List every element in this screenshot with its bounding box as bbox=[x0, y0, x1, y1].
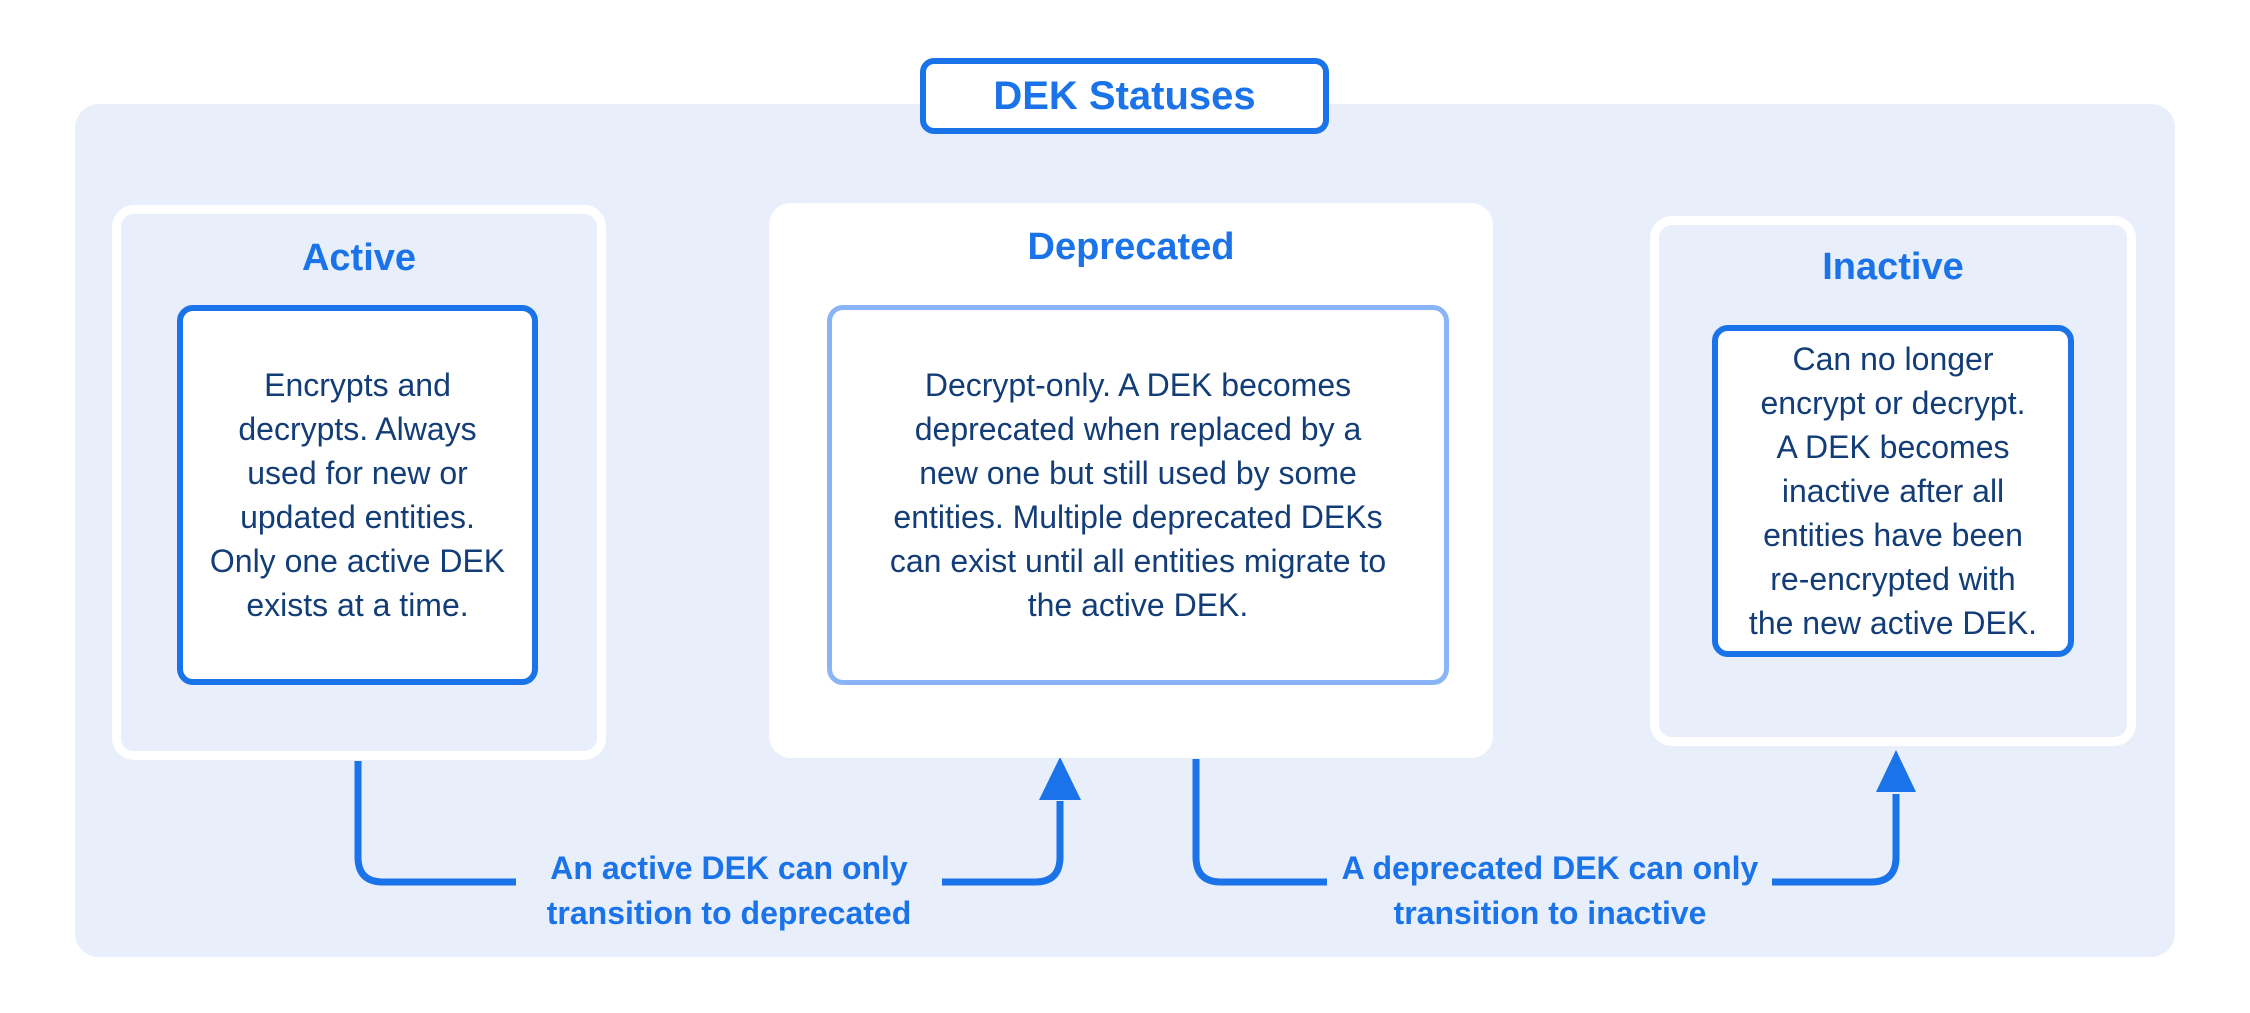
card-inactive-body: Can no longer encrypt or decrypt. A DEK … bbox=[1748, 341, 2038, 641]
transition-label-active-to-deprecated: An active DEK can only transition to dep… bbox=[546, 850, 912, 931]
card-deprecated-title: Deprecated bbox=[1027, 226, 1235, 268]
card-active-inner-box: Encrypts and decrypts. Always used for n… bbox=[177, 305, 538, 685]
card-active-title: Active bbox=[301, 237, 417, 279]
card-active-body: Encrypts and decrypts. Always used for n… bbox=[209, 367, 506, 623]
diagram-title-box: DEK Statuses bbox=[920, 58, 1329, 134]
card-inactive-title: Inactive bbox=[1822, 246, 1964, 288]
card-inactive-inner-box: Can no longer encrypt or decrypt. A DEK … bbox=[1712, 325, 2074, 657]
card-deprecated-inner-box: Decrypt-only. A DEK becomes deprecated w… bbox=[827, 305, 1449, 685]
transition-label-deprecated-to-inactive: A deprecated DEK can only transition to … bbox=[1341, 850, 1759, 931]
diagram-title: DEK Statuses bbox=[993, 73, 1256, 118]
card-deprecated-body: Decrypt-only. A DEK becomes deprecated w… bbox=[889, 367, 1387, 623]
